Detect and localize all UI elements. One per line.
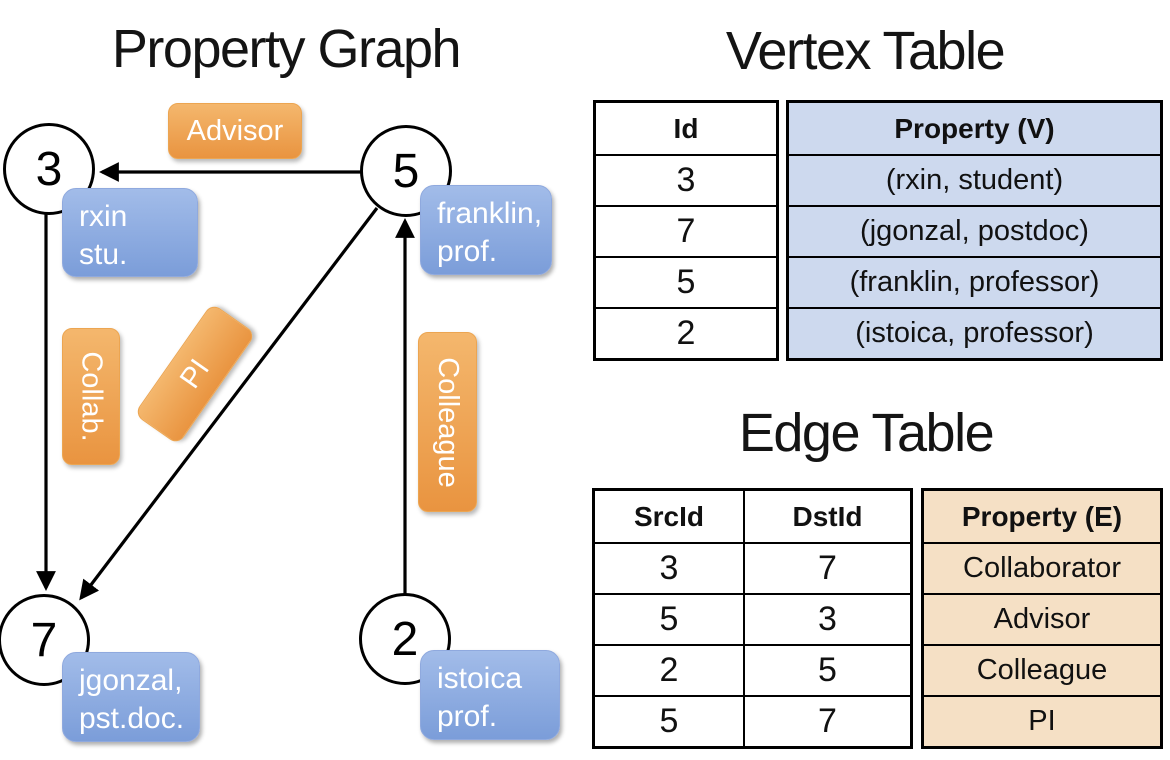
vertex-property-cell: (rxin, student) <box>786 154 1163 207</box>
edge-srcid-header: SrcId <box>592 488 745 544</box>
edge-label-text: PI <box>173 353 216 395</box>
edge-srcid-cell: 5 <box>592 593 745 646</box>
edge-label-collab: Collab. <box>62 328 120 465</box>
edge-dstid-cell: 7 <box>743 542 913 595</box>
vertex-id-cell: 5 <box>593 256 779 309</box>
vertex-id-cell: 3 <box>593 154 779 207</box>
property-line: franklin, <box>437 197 543 230</box>
vertex-id-header: Id <box>593 100 779 156</box>
vertex-property-header: Property (V) <box>786 100 1163 156</box>
vertex-table-id-column: Id 3 7 5 2 <box>593 100 779 361</box>
node-id: 3 <box>35 142 63 196</box>
node-id: 5 <box>392 144 420 198</box>
edge-table-title: Edge Table <box>738 403 995 463</box>
vertex-property-cell: (jgonzal, postdoc) <box>786 205 1163 258</box>
edge-property-cell: Collaborator <box>921 542 1163 595</box>
property-box-rxin: rxin stu. <box>62 188 198 277</box>
node-circle-2: 2 <box>359 593 451 685</box>
graph-edges <box>36 162 415 601</box>
property-line: pst.doc. <box>79 702 185 735</box>
edge-table-id-columns: SrcId DstId 3 7 5 3 2 5 5 7 <box>592 488 913 749</box>
edge-dstid-cell: 5 <box>743 644 913 697</box>
property-line: jgonzal, <box>79 664 183 697</box>
edge-dstid-cell: 7 <box>743 695 913 749</box>
property-line: prof. <box>437 235 498 268</box>
vertex-id-cell: 7 <box>593 205 779 258</box>
edge-label-text: Advisor <box>186 114 284 147</box>
property-box-jgonzal: jgonzal, pst.doc. <box>62 652 200 742</box>
edge-label-text: Colleague <box>432 356 465 488</box>
edge-property-cell: PI <box>921 695 1163 749</box>
edge-label-colleague: Colleague <box>418 332 477 512</box>
edge-line-5-to-7 <box>79 207 379 601</box>
property-line: istoica <box>437 662 523 695</box>
edge-label-advisor: Advisor <box>168 103 302 159</box>
edge-property-cell: Colleague <box>921 644 1163 697</box>
node-circle-5: 5 <box>360 125 452 217</box>
edge-property-cell: Advisor <box>921 593 1163 646</box>
vertex-table-title: Vertex Table <box>725 21 1006 81</box>
property-box-franklin: franklin, prof. <box>420 185 552 275</box>
edge-srcid-cell: 3 <box>592 542 745 595</box>
edge-property-header: Property (E) <box>921 488 1163 544</box>
edge-dstid-header: DstId <box>743 488 913 544</box>
edge-srcid-cell: 2 <box>592 644 745 697</box>
edge-dstid-cell: 3 <box>743 593 913 646</box>
property-line: stu. <box>79 238 128 271</box>
node-id: 7 <box>30 613 58 667</box>
vertex-property-cell: (franklin, professor) <box>786 256 1163 309</box>
property-graph-title: Property Graph <box>111 19 462 79</box>
vertex-property-cell: (istoica, professor) <box>786 307 1163 361</box>
vertex-table-property-column: Property (V) (rxin, student) (jgonzal, p… <box>786 100 1163 361</box>
edge-srcid-cell: 5 <box>592 695 745 749</box>
edge-table-property-column: Property (E) Collaborator Advisor Collea… <box>921 488 1163 749</box>
vertex-id-cell: 2 <box>593 307 779 361</box>
property-box-istoica: istoica prof. <box>420 650 560 740</box>
edge-label-text: Collab. <box>75 351 108 442</box>
node-id: 2 <box>391 612 419 666</box>
property-line: prof. <box>437 700 498 733</box>
property-line: rxin <box>79 200 128 233</box>
